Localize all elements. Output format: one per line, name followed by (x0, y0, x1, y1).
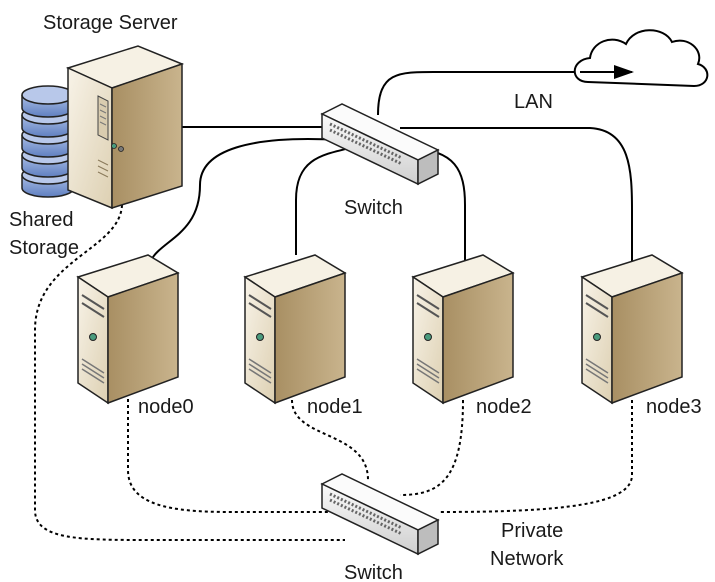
storage-server-label: Storage Server (43, 12, 178, 34)
shared-storage-label-line1: Shared (9, 209, 74, 231)
node1-server-icon (244, 254, 346, 404)
cable-storage-private (34, 204, 345, 541)
node1-label: node1 (307, 396, 363, 418)
cable-lan (377, 70, 630, 116)
private-cables (34, 204, 633, 541)
top-switch-label: Switch (344, 197, 403, 219)
top-switch-icon (320, 103, 440, 186)
shared-storage-label-line2: Storage (9, 237, 79, 259)
node2-server-icon (412, 254, 514, 404)
cable-node3 (400, 127, 633, 262)
node3-label: node3 (646, 396, 702, 418)
node0-label: node0 (138, 396, 194, 418)
cable-node1 (295, 147, 351, 255)
private-network-label-line1: Private (501, 520, 563, 542)
private-network-label-line2: Network (490, 548, 564, 570)
cloud-icon (573, 29, 709, 88)
cable-node0 (149, 138, 341, 263)
cable-node1-private (291, 399, 369, 481)
storage-server-icon (65, 45, 185, 210)
arrow-icon (614, 65, 634, 79)
bottom-switch-icon (320, 473, 440, 556)
node3-server-icon (581, 254, 683, 404)
cable-node2-private (399, 399, 464, 496)
bottom-switch-label: Switch (344, 562, 403, 582)
cable-node3-private (439, 400, 633, 513)
node2-label: node2 (476, 396, 532, 418)
node0-server-icon (77, 254, 179, 404)
lan-label: LAN (514, 91, 553, 113)
shared-storage-icon (21, 85, 75, 198)
